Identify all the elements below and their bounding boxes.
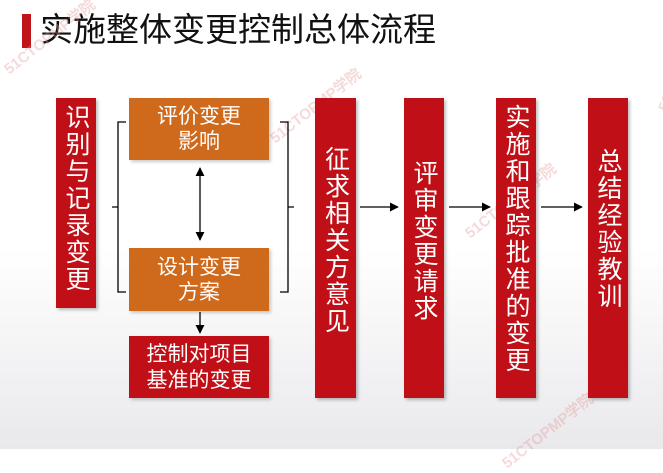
left-brace — [112, 121, 126, 293]
watermark: 51CTOPMP学院 — [659, 240, 663, 351]
step-solicit-opinions-label: 征求相关方意见 — [321, 146, 351, 335]
step-solicit-opinions: 征求相关方意见 — [315, 98, 356, 398]
title-accent-bar — [22, 14, 31, 48]
step-evaluate-impact: 评价变更 影响 — [129, 98, 269, 160]
step-evaluate-impact-line1: 评价变更 — [157, 104, 241, 128]
right-brace — [280, 121, 294, 293]
step-baseline-change: 控制对项目 基准的变更 — [129, 336, 269, 398]
step-baseline-change-line2: 基准的变更 — [146, 368, 252, 392]
slide-title: 实施整体变更控制总体流程 — [40, 10, 436, 49]
step-identify-record-label: 识别与记录变更 — [62, 104, 91, 293]
step-summarize-label: 总结经验教训 — [594, 148, 623, 310]
step-implement-track-label: 实施和跟踪批准的变更 — [502, 104, 531, 374]
step-design-plan: 设计变更 方案 — [129, 248, 269, 311]
step-evaluate-impact-line2: 影响 — [178, 129, 220, 153]
step-review-request: 评审变更请求 — [404, 98, 444, 398]
step-implement-track: 实施和跟踪批准的变更 — [496, 98, 536, 398]
step-summarize: 总结经验教训 — [588, 98, 628, 398]
watermark: 51CTOPMP学院 — [499, 390, 597, 473]
step-design-plan-line1: 设计变更 — [157, 255, 241, 279]
step-review-request-label: 评审变更请求 — [410, 160, 439, 322]
watermark: 51CTOPMP学院 — [655, 3, 663, 114]
step-baseline-change-line1: 控制对项目 — [146, 342, 252, 366]
step-design-plan-line2: 方案 — [178, 280, 220, 304]
step-identify-record: 识别与记录变更 — [56, 98, 96, 308]
